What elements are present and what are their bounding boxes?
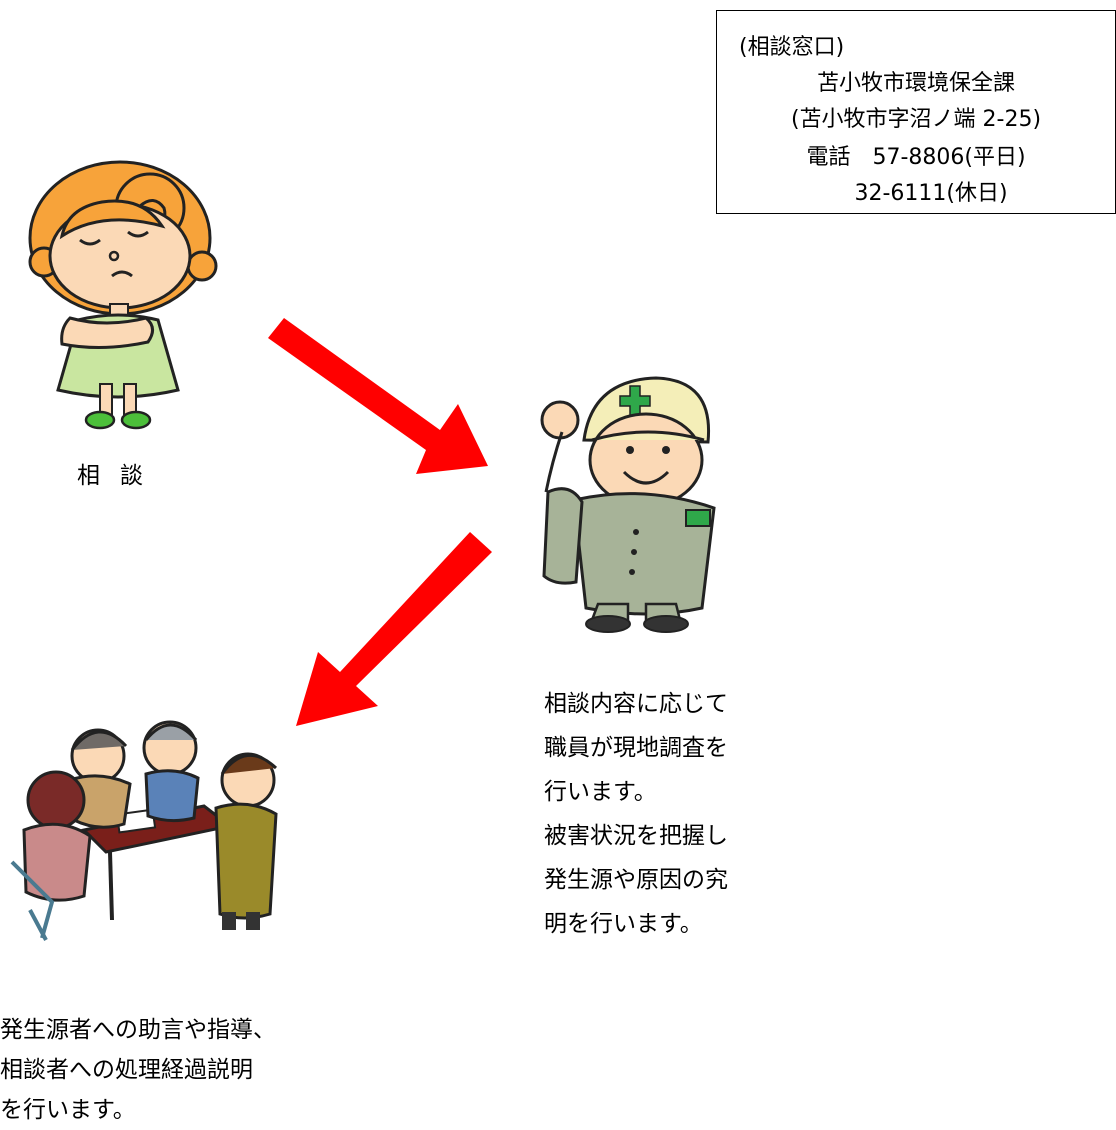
contact-phone-holiday: 32-6111(休日) — [854, 181, 1008, 206]
consult-label: 相談 — [77, 463, 163, 489]
arrow-left-down-icon — [296, 532, 492, 726]
guidance-line: 発生源者への助言や指導、 — [0, 1017, 276, 1043]
survey-line: 職員が現地調査を — [544, 735, 728, 761]
survey-line: 相談内容に応じて — [544, 691, 728, 717]
survey-line: 行います。 — [544, 779, 657, 805]
diagram-art — [10, 160, 716, 941]
guidance-line: を行います。 — [0, 1097, 136, 1123]
guidance-description: 発生源者への助言や指導、 相談者への処理経過説明 を行います。 — [0, 1010, 276, 1130]
contact-office: 苫小牧市環境保全課 — [816, 71, 1015, 96]
meeting-group-illustration — [10, 720, 278, 941]
contact-heading: (相談窓口) — [739, 35, 845, 60]
worried-woman-illustration — [28, 160, 218, 430]
guidance-line: 相談者への処理経過説明 — [0, 1057, 253, 1083]
survey-line: 被害状況を把握し — [544, 823, 728, 849]
arrow-right-down-icon — [268, 318, 488, 474]
inspector-worker-illustration — [540, 376, 716, 633]
contact-address: (苫小牧市字沼ノ端 2-25) — [790, 107, 1042, 132]
contact-phone-weekday: 電話 57-8806(平日) — [806, 145, 1026, 170]
contact-box: (相談窓口) 苫小牧市環境保全課 (苫小牧市字沼ノ端 2-25) 電話 57-8… — [716, 10, 1116, 214]
survey-description: 相談内容に応じて 職員が現地調査を 行います。 被害状況を把握し 発生源や原因の… — [544, 682, 728, 946]
survey-line: 発生源や原因の究 — [544, 867, 728, 893]
survey-line: 明を行います。 — [544, 911, 703, 937]
